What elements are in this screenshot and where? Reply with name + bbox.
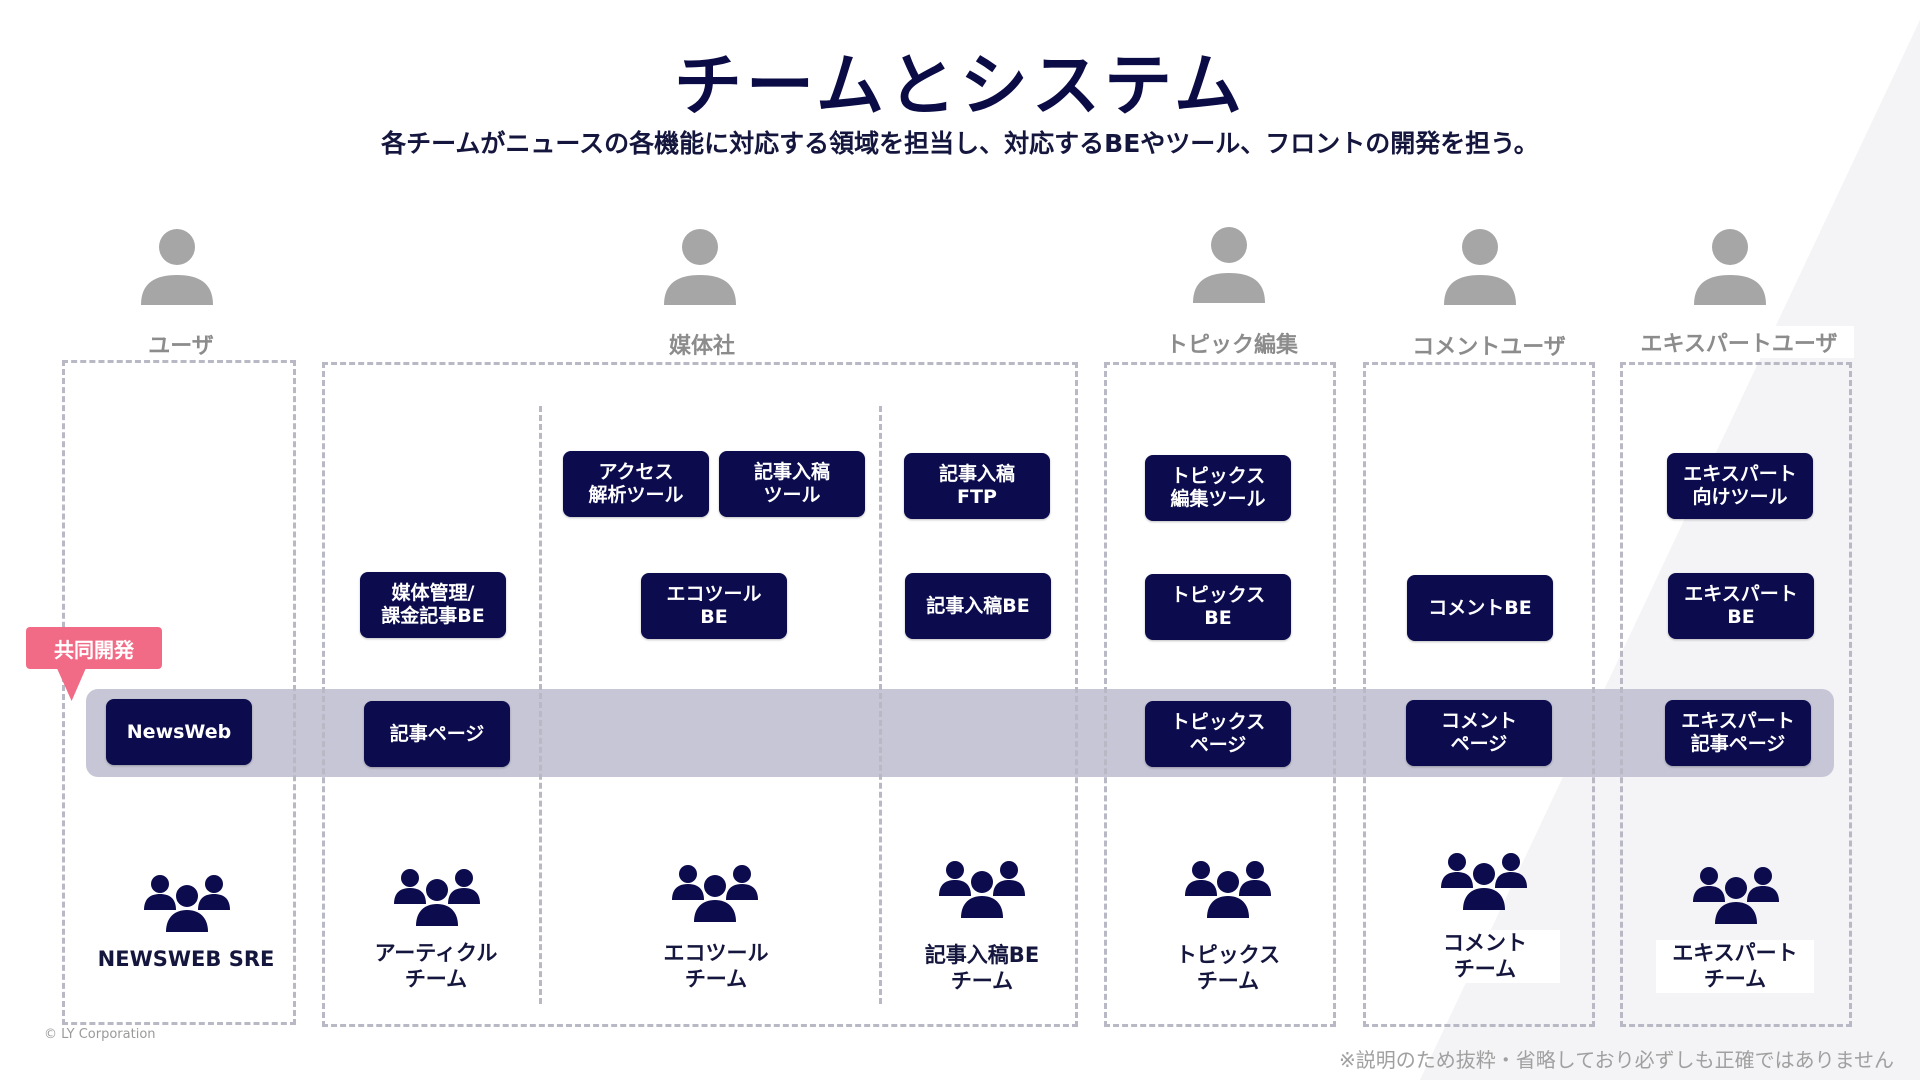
topics-editing-tool-box: トピックス 編集ツール bbox=[1145, 455, 1291, 521]
disclaimer-footnote: ※説明のため抜粋・省略しており必ずしも正確ではありません bbox=[1339, 1048, 1894, 1072]
comment-be-box: コメントBE bbox=[1407, 575, 1553, 641]
group-media bbox=[322, 362, 1078, 1027]
group-expert bbox=[1620, 362, 1852, 1027]
role-label-user: ユーザ bbox=[129, 328, 233, 360]
page-subtitle: 各チームがニュースの各機能に対応する領域を担当し、対応するBEやツール、フロント… bbox=[381, 129, 1539, 158]
media-management-be-box: 媒体管理/ 課金記事BE bbox=[360, 572, 506, 638]
article-submission-ftp-box: 記事入稿 FTP bbox=[904, 453, 1050, 519]
team-label-expert: エキスパート チーム bbox=[1656, 940, 1814, 993]
sre-team-icon bbox=[144, 875, 230, 932]
divider-media-2 bbox=[879, 406, 882, 1004]
eco-team-icon bbox=[672, 865, 758, 922]
team-label-eco: エコツール チーム bbox=[634, 940, 798, 993]
access-analysis-tool-box: アクセス 解析ツール bbox=[563, 451, 709, 517]
expert-tool-box: エキスパート 向けツール bbox=[1667, 453, 1813, 519]
media-person-icon bbox=[664, 229, 736, 305]
expert-be-box: エキスパート BE bbox=[1668, 573, 1814, 639]
role-label-expert-user: エキスパートユーザ bbox=[1624, 326, 1854, 358]
eco-tool-be-box: エコツール BE bbox=[641, 573, 787, 639]
page-title: チームとシステム bbox=[674, 47, 1246, 126]
role-label-topics: トピック編集 bbox=[1148, 327, 1316, 359]
submission-team-icon bbox=[939, 861, 1025, 918]
topics-page-box: トピックス ページ bbox=[1145, 701, 1291, 767]
team-label-topics: トピックス チーム bbox=[1146, 942, 1310, 995]
team-label-comment: コメント チーム bbox=[1410, 930, 1560, 983]
expert-article-page-box: エキスパート 記事ページ bbox=[1665, 700, 1811, 766]
expert-team-icon bbox=[1693, 867, 1779, 924]
copyright-text: © LY Corporation bbox=[44, 1027, 156, 1042]
user-person-icon bbox=[141, 229, 213, 305]
shared-development-badge: 共同開発 bbox=[26, 627, 162, 669]
role-label-comment-user: コメントユーザ bbox=[1397, 329, 1581, 361]
team-label-article: アーティクル チーム bbox=[354, 940, 518, 993]
divider-media-1 bbox=[539, 406, 542, 1004]
article-submission-be-box: 記事入稿BE bbox=[905, 573, 1051, 639]
topics-team-icon bbox=[1185, 861, 1271, 918]
group-comment bbox=[1363, 362, 1595, 1027]
group-user bbox=[62, 360, 296, 1025]
expert-user-person-icon bbox=[1694, 229, 1766, 305]
group-topics bbox=[1104, 362, 1336, 1027]
topics-person-icon bbox=[1193, 227, 1265, 303]
team-label-sre: NEWSWEB SRE bbox=[88, 946, 284, 973]
article-team-icon bbox=[394, 869, 480, 926]
comment-team-icon bbox=[1441, 853, 1527, 910]
topics-be-box: トピックス BE bbox=[1145, 574, 1291, 640]
article-page-box: 記事ページ bbox=[364, 701, 510, 767]
comment-page-box: コメント ページ bbox=[1406, 700, 1552, 766]
comment-user-person-icon bbox=[1444, 229, 1516, 305]
newsweb-box: NewsWeb bbox=[106, 699, 252, 765]
role-label-media: 媒体社 bbox=[650, 328, 754, 360]
team-label-submission: 記事入稿BE チーム bbox=[900, 942, 1064, 995]
article-submission-tool-box: 記事入稿 ツール bbox=[719, 451, 865, 517]
